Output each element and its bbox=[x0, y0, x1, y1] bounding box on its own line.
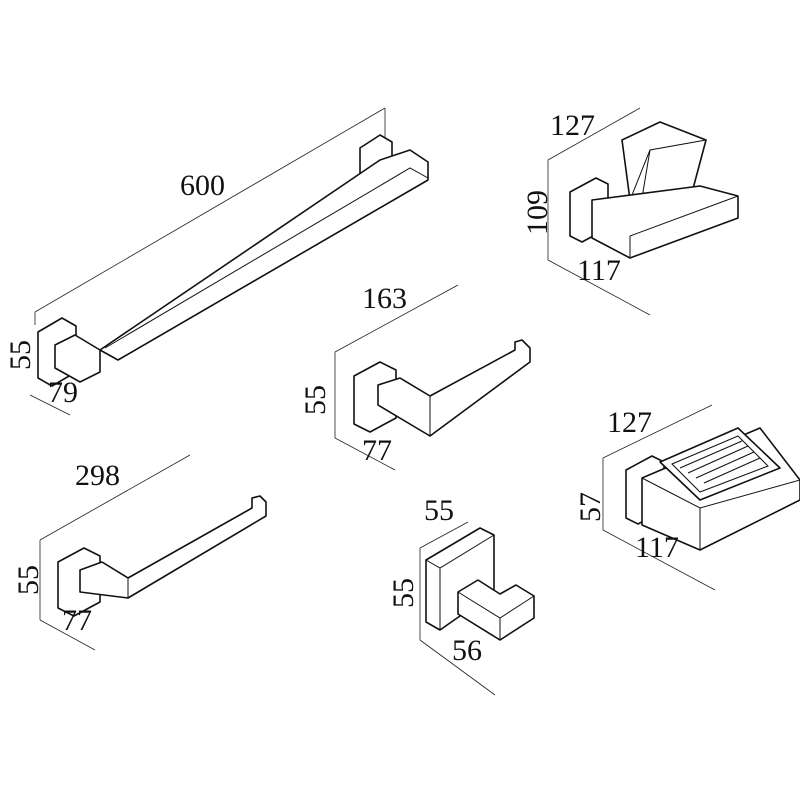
towel-bar-drawing: 600 55 79 bbox=[4, 107, 429, 416]
dimension-line bbox=[334, 284, 459, 353]
dimension-width: 127 bbox=[607, 406, 652, 439]
dimension-line bbox=[547, 107, 641, 161]
dimension-line bbox=[419, 521, 469, 549]
dimension-line bbox=[34, 107, 386, 313]
toilet-roll-holder-drawing: 163 55 77 bbox=[299, 282, 531, 471]
dimension-height: 109 bbox=[521, 190, 554, 235]
dimension-length: 600 bbox=[180, 169, 225, 202]
bar bbox=[79, 495, 267, 599]
dimension-line bbox=[419, 639, 496, 696]
dimension-depth: 79 bbox=[48, 376, 78, 409]
dimension-depth: 77 bbox=[362, 434, 392, 467]
holder-arm bbox=[377, 339, 531, 437]
dimension-line bbox=[602, 404, 713, 459]
dimension-height: 55 bbox=[387, 578, 420, 608]
dimension-height: 55 bbox=[12, 565, 45, 595]
dimension-depth: 77 bbox=[62, 604, 92, 637]
dimension-width: 163 bbox=[362, 282, 407, 315]
tumbler-holder-drawing: 127 109 117 bbox=[521, 107, 739, 316]
dimension-width: 298 bbox=[75, 459, 120, 492]
short-towel-bar-drawing: 298 55 77 bbox=[12, 454, 267, 651]
mounting-plate bbox=[353, 361, 397, 433]
dimension-height: 55 bbox=[4, 340, 37, 370]
mounting-plate bbox=[57, 547, 101, 617]
tray-grid bbox=[679, 440, 761, 484]
dimension-line bbox=[602, 529, 716, 591]
dimension-line bbox=[39, 619, 96, 651]
soap-dish-drawing: 127 57 117 bbox=[574, 404, 800, 591]
dimension-line bbox=[334, 437, 396, 471]
dimension-height: 55 bbox=[299, 385, 332, 415]
robe-hook-drawing: 55 55 56 bbox=[387, 494, 535, 696]
hook bbox=[457, 579, 535, 641]
dimension-width: 55 bbox=[424, 494, 454, 527]
dimension-line bbox=[29, 394, 71, 416]
dimension-depth: 117 bbox=[635, 531, 679, 564]
dimension-depth: 117 bbox=[577, 254, 621, 287]
holder-arm bbox=[591, 185, 739, 259]
dimension-height: 57 bbox=[574, 492, 607, 522]
dimension-line bbox=[547, 259, 651, 316]
dimension-width: 127 bbox=[550, 109, 595, 142]
dimension-line bbox=[39, 454, 191, 541]
dimension-depth: 56 bbox=[452, 634, 482, 667]
bar-end bbox=[54, 334, 101, 383]
